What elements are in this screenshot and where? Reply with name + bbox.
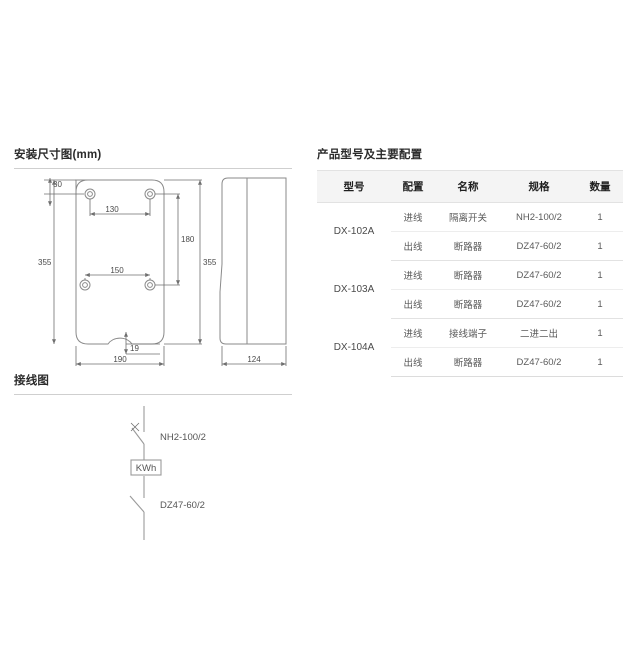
- cell-config: 出线: [391, 289, 435, 319]
- table-row: DX-102A 进线 隔离开关 NH2-100/2 1: [317, 202, 623, 237]
- dimension-depth: 124: [221, 346, 287, 366]
- column-header-qty: 数量: [577, 170, 623, 203]
- cell-name: 断路器: [435, 260, 501, 290]
- cell-spec: 二进二出: [501, 318, 577, 348]
- cell-qty: 1: [577, 347, 623, 377]
- dimension-label-height-left: 355: [38, 258, 52, 267]
- cell-spec: DZ47-60/2: [501, 289, 577, 319]
- cell-model: DX-104A: [333, 342, 375, 353]
- cell-spec: DZ47-60/2: [501, 260, 577, 290]
- cell-name: 接线端子: [435, 318, 501, 348]
- cell-config: 进线: [391, 202, 435, 232]
- spec-section-title: 产品型号及主要配置: [317, 149, 423, 161]
- dimension-label-depth: 124: [247, 355, 261, 364]
- column-header-name: 名称: [435, 170, 501, 203]
- cell-model: DX-103A: [333, 284, 375, 295]
- mounting-hole-top-right: [144, 188, 156, 200]
- install-section-title: 安装尺寸图(mm): [14, 149, 102, 161]
- cell-name: 隔离开关: [435, 202, 501, 232]
- mounting-hole-top-left: [84, 188, 96, 200]
- cell-qty: 1: [577, 202, 623, 232]
- breaker-symbol: [129, 495, 145, 513]
- wiring-section-rule: [14, 394, 292, 395]
- isolator-label: NH2-100/2: [160, 432, 206, 443]
- cell-config: 进线: [391, 318, 435, 348]
- front-view-outline: [75, 179, 165, 345]
- cell-spec: DZ47-60/2: [501, 231, 577, 261]
- cell-config: 进线: [391, 260, 435, 290]
- cell-config: 出线: [391, 231, 435, 261]
- mounting-hole-bottom-left: [79, 279, 91, 291]
- spec-table: 型号 配置 名称 规格 数量 DX-102A 进线 隔离开关 NH2-100/2…: [317, 170, 623, 377]
- cell-qty: 1: [577, 289, 623, 319]
- cell-name: 断路器: [435, 289, 501, 319]
- dimension-top-offset: 30: [44, 178, 84, 206]
- dimension-label-height-right: 355: [203, 258, 217, 267]
- column-header-config: 配置: [391, 170, 435, 203]
- install-section-rule: [14, 168, 292, 169]
- cell-spec: NH2-100/2: [501, 202, 577, 232]
- table-row: 出线 断路器 DZ47-60/2 1: [317, 347, 623, 377]
- column-header-model: 型号: [317, 170, 391, 203]
- spec-table-header-row: 型号 配置 名称 规格 数量: [317, 170, 623, 203]
- wiring-section-title: 接线图: [14, 375, 50, 387]
- dimension-height-right: 355: [164, 179, 217, 345]
- cell-model: DX-102A: [333, 226, 375, 238]
- dimension-notch-depth: 19: [124, 332, 160, 355]
- cell-qty: 1: [577, 318, 623, 348]
- dimension-width: 190: [75, 346, 165, 366]
- side-view-outline: [219, 177, 287, 345]
- table-row: DX-103A 进线 断路器 DZ47-60/2 1: [317, 260, 623, 295]
- table-row: 出线 断路器 DZ47-60/2 1: [317, 289, 623, 319]
- dimension-label-hole-vertical: 180: [181, 235, 195, 244]
- dimension-hole-span-top: 130: [89, 199, 151, 216]
- breaker-label: DZ47-60/2: [160, 500, 205, 511]
- kwh-meter-symbol: KWh: [130, 459, 162, 476]
- column-header-spec: 规格: [501, 170, 577, 203]
- dimension-label-hole-span-top: 130: [105, 205, 119, 214]
- dimension-hole-span-bottom: 150: [84, 266, 151, 280]
- dimension-label-width: 190: [113, 355, 127, 364]
- dimension-label-top-offset: 30: [53, 180, 62, 189]
- install-dimension-drawing: 30 130 150 180 355: [14, 172, 304, 372]
- dimension-label-notch-depth: 19: [130, 344, 139, 353]
- dimension-label-hole-span-bottom: 150: [110, 266, 124, 275]
- cell-qty: 1: [577, 231, 623, 261]
- table-row: DX-104A 进线 接线端子 二进二出 1: [317, 318, 623, 353]
- table-row: 出线 断路器 DZ47-60/2 1: [317, 231, 623, 261]
- cell-name: 断路器: [435, 347, 501, 377]
- dimension-hole-vertical: 180: [155, 193, 195, 286]
- cell-config: 出线: [391, 347, 435, 377]
- dimension-height-left: 355: [38, 180, 56, 344]
- cell-spec: DZ47-60/2: [501, 347, 577, 377]
- mounting-hole-bottom-right: [144, 279, 156, 291]
- kwh-meter-label: KWh: [136, 463, 157, 474]
- isolator-switch-symbol: [130, 422, 145, 445]
- cell-qty: 1: [577, 260, 623, 290]
- wiring-diagram: NH2-100/2 KWh DZ47-60/2: [14, 400, 304, 550]
- cell-name: 断路器: [435, 231, 501, 261]
